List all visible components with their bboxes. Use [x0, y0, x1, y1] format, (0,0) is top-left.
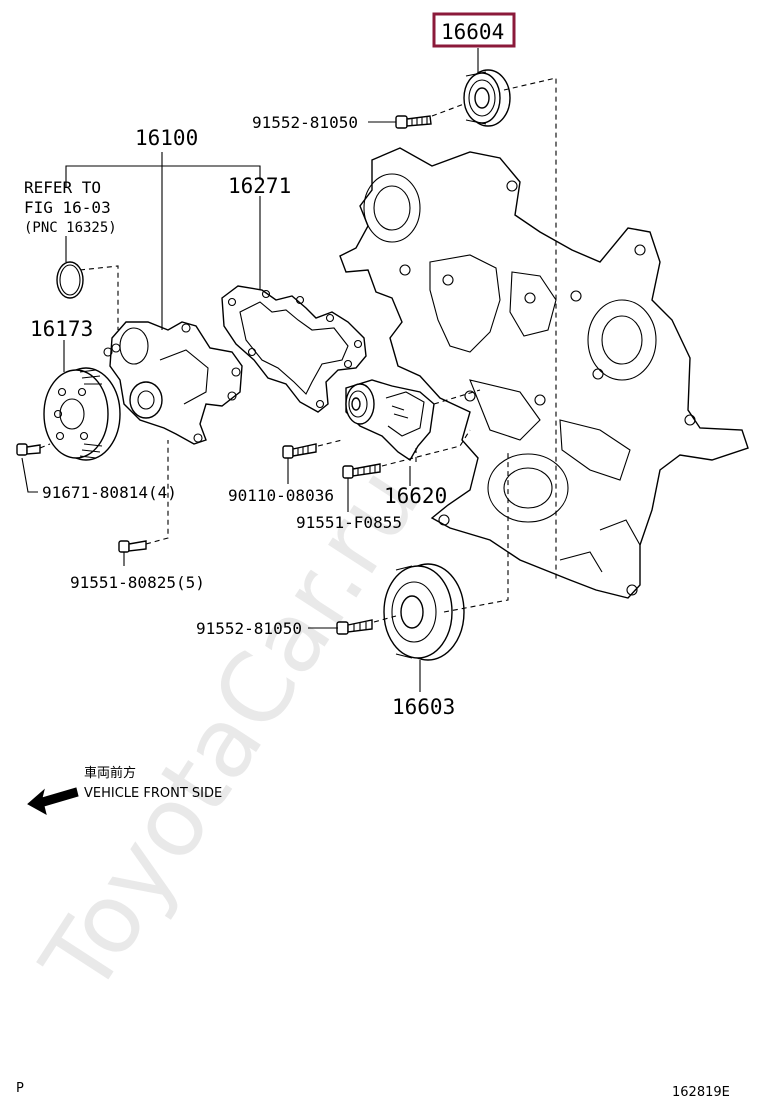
label-16100[interactable]: 16100 — [135, 126, 198, 150]
label-16604[interactable]: 16604 — [441, 20, 504, 44]
label-bolt-tens-2[interactable]: 91551-F0855 — [296, 513, 402, 532]
bolt-91551-80825[interactable] — [118, 540, 147, 553]
label-bolt-pulley[interactable]: 91671-80814(4) — [42, 483, 177, 502]
leader-16100 — [65, 152, 261, 330]
front-arrow-icon — [27, 787, 79, 815]
label-bolt-pump[interactable]: 91551-80825(5) — [70, 573, 205, 592]
label-16620[interactable]: 16620 — [384, 484, 447, 508]
timing-cover — [339, 147, 749, 599]
refer-line-1: REFER TO — [24, 178, 101, 197]
gasket-16271[interactable] — [221, 285, 367, 413]
idler-pulley-16603[interactable] — [383, 563, 465, 661]
bolt-91551-F0855[interactable] — [342, 463, 381, 479]
footer-page-mark: P — [16, 1081, 24, 1096]
watermark: ToyotaCar.ru — [20, 448, 441, 1013]
highlight-box — [432, 12, 516, 48]
water-pump-16100[interactable] — [103, 321, 243, 445]
bolt-90110-08036[interactable] — [282, 443, 317, 459]
label-bolt-idler[interactable]: 91552-81050 — [196, 619, 302, 638]
refer-line-3: (PNC 16325) — [24, 220, 117, 236]
label-16271[interactable]: 16271 — [228, 174, 291, 198]
o-ring — [56, 261, 84, 299]
pulley-16173[interactable] — [43, 367, 121, 461]
leader-bolt-pulley — [21, 457, 38, 493]
label-bolt-tens-1[interactable]: 90110-08036 — [228, 486, 334, 505]
label-16173[interactable]: 16173 — [30, 317, 93, 341]
idler-pulley-16604[interactable] — [463, 69, 511, 127]
label-16603[interactable]: 16603 — [392, 695, 455, 719]
bolt-91552-81050-top[interactable] — [395, 115, 432, 129]
bolt-91671-80814[interactable] — [16, 443, 41, 456]
label-bolt-top[interactable]: 91552-81050 — [252, 113, 358, 132]
direction-label-en: VEHICLE FRONT SIDE — [84, 786, 222, 801]
tensioner-16620[interactable] — [345, 379, 435, 461]
direction-label-jp: 車両前方 — [84, 765, 136, 781]
footer-figure-id: 162819E — [672, 1085, 730, 1100]
refer-line-2: FIG 16-03 — [24, 198, 111, 217]
